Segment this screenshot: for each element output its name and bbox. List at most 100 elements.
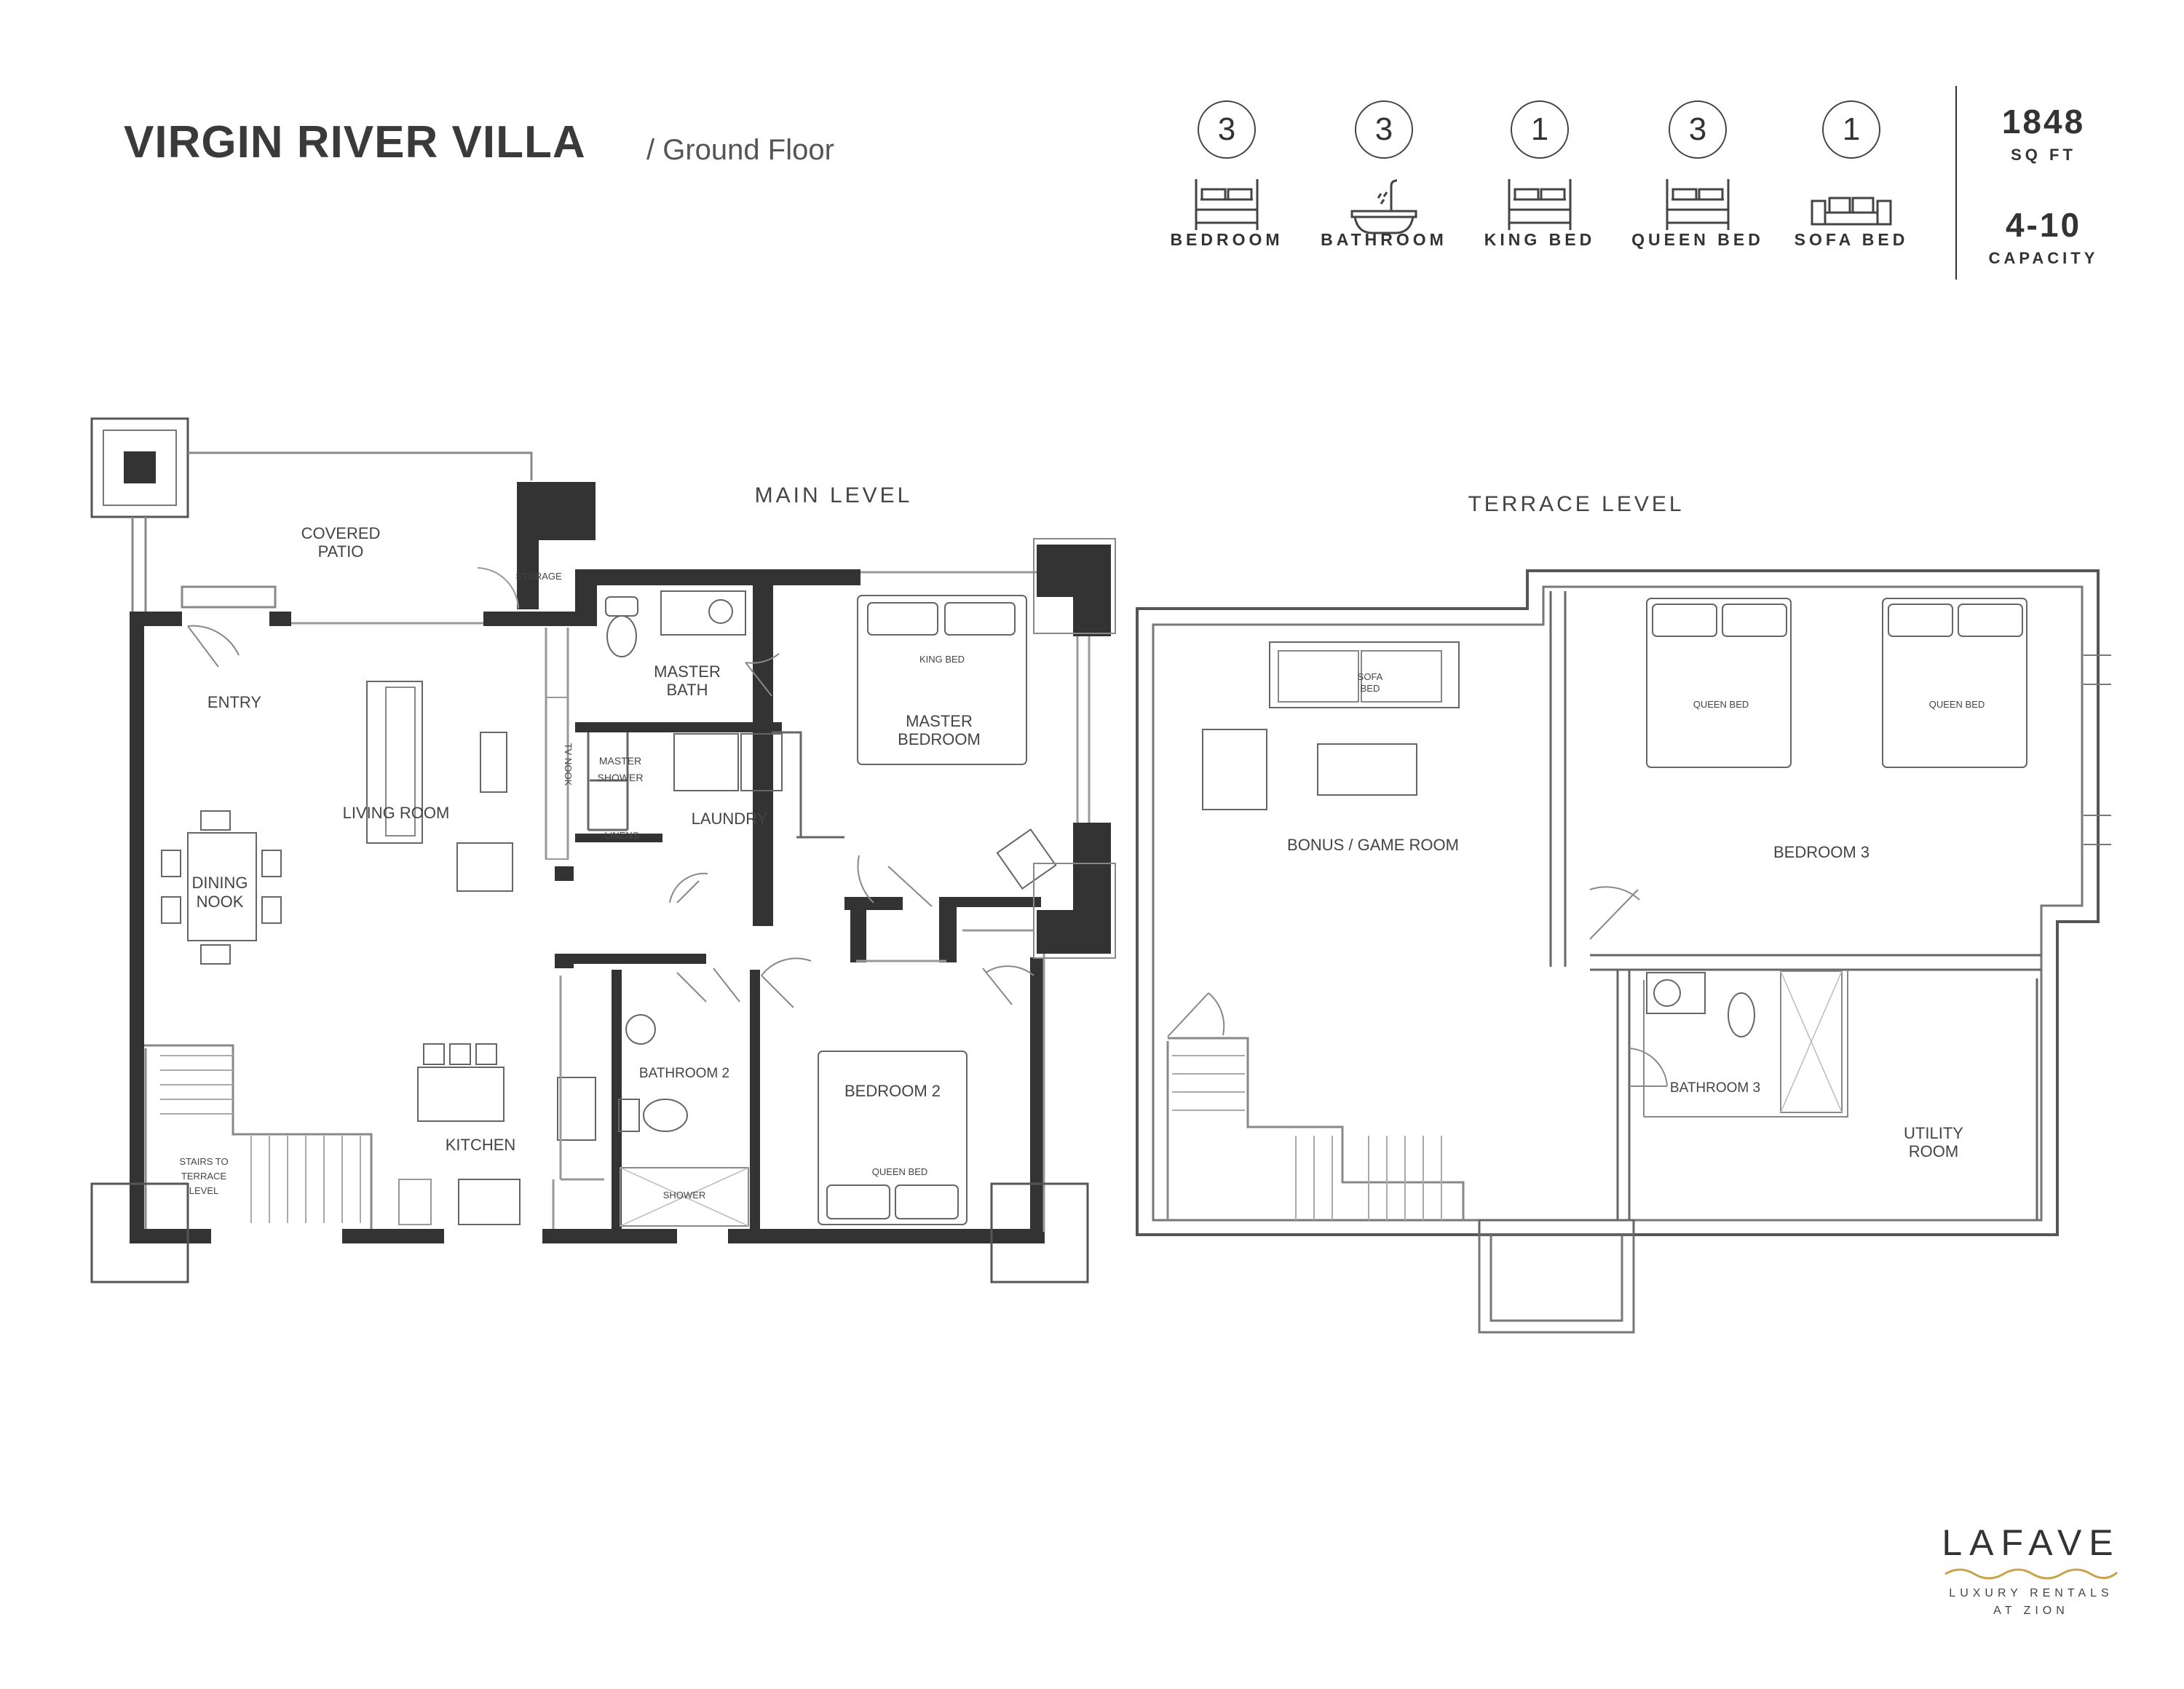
stairs-icon [160,1055,361,1223]
stove-icon [557,1077,596,1141]
column-post [124,451,156,483]
room-label-master-shower: MASTER [599,755,641,767]
bed-label: SOFA [1358,671,1383,682]
dining-table-icon [187,832,257,941]
wave-icon [1944,1568,2118,1580]
stat-value: 3 [1198,100,1256,159]
stats-divider [1955,86,1957,280]
terrace-level-plan [1136,569,2111,1334]
queen-bed-icon [1646,598,1792,768]
bed-label: QUEEN BED [1693,699,1749,710]
coffee-table-icon [1317,743,1417,796]
stat-label: KING BED [1484,230,1596,249]
room-label-utility-room: UTILITY [1904,1124,1963,1142]
room-label-covered-patio: COVERED [301,524,381,542]
room-label-master-bedroom: BEDROOM [898,730,981,748]
room-label-stairs: STAIRS TO [179,1156,228,1167]
room-label-master-bedroom: MASTER [906,712,973,730]
room-label-stairs: TERRACE [181,1171,226,1182]
room-label-kitchen: KITCHEN [446,1136,516,1154]
room-label-bedroom-3: BEDROOM 3 [1773,843,1870,861]
logo-tagline: LUXURY RENTALS [1949,1587,2113,1599]
stat-king-bed: 1 KING BED [1460,100,1620,250]
room-label-utility-room: ROOM [1909,1142,1958,1160]
bed-icon [1508,179,1572,230]
page-title: VIRGIN RIVER VILLA [124,117,586,167]
room-label-covered-patio: PATIO [318,542,364,561]
toilet-icon [605,596,638,617]
capacity: 4-10 CAPACITY [1967,205,2120,268]
room-label-bathroom-3: BATHROOM 3 [1670,1080,1760,1096]
bed-icon [1195,179,1259,230]
stat-value: 3 [1669,100,1727,159]
square-footage: 1848 SQ FT [1967,102,2120,165]
vanity-icon [660,590,746,636]
room-label-bedroom-2: BEDROOM 2 [844,1082,941,1100]
coffee-table-icon [480,732,507,793]
room-label-storage: STORAGE [515,571,562,582]
room-label-linens: LINENS [605,830,639,841]
armchair-icon [456,842,513,892]
bed-label: KING BED [919,654,965,665]
capacity-value: 4-10 [2005,206,2082,244]
main-level-heading: MAIN LEVEL [755,483,913,507]
sofa-icon [1811,197,1892,226]
toilet-icon [643,1099,688,1132]
stat-label: BEDROOM [1170,230,1283,249]
room-label-laundry: LAUNDRY [692,810,768,828]
bed-icon [1666,179,1730,230]
stat-label: SOFA BED [1794,230,1909,249]
room-label-master-shower: SHOWER [598,772,644,783]
bathtub-icon [1350,179,1417,234]
room-label-bonus-game-room: BONUS / GAME ROOM [1287,836,1459,854]
lafave-logo: LAFAVE LUXURY RENTALS AT ZION [1922,1522,2140,1620]
capacity-unit: CAPACITY [1988,249,2099,267]
room-label-stairs: LEVEL [189,1185,218,1196]
sqft-value: 1848 [2001,103,2086,141]
stat-value: 1 [1511,100,1569,159]
logo-tagline: AT ZION [1993,1605,2069,1617]
stat-value: 1 [1822,100,1880,159]
bed-label: BED [1361,683,1380,694]
sink-icon [458,1179,521,1225]
stat-bedroom: 3 BEDROOM [1147,100,1307,250]
sqft-unit: SQ FT [2011,146,2076,164]
main-walls [130,545,1111,1243]
patio-column [90,417,189,518]
room-label-dining-nook: NOOK [197,893,244,911]
shower-icon [1780,970,1843,1113]
king-bed-icon [857,595,1027,765]
room-label-master-bath: BATH [666,681,708,699]
room-label-shower: SHOWER [663,1190,706,1201]
stat-sofa-bed: 1 SOFA BED [1771,100,1931,250]
stat-queen-bed: 3 QUEEN BED [1618,100,1778,250]
terrace-level-heading: TERRACE LEVEL [1468,492,1684,516]
room-label-bathroom-2: BATHROOM 2 [639,1066,729,1081]
queen-bed-icon [818,1051,968,1225]
room-label-tv-nook: TV NOOK [563,743,574,786]
chair-icon [996,828,1057,890]
room-label-dining-nook: DINING [192,874,248,892]
kitchen-island-icon [417,1067,505,1122]
stat-bathroom: 3 BATHROOM [1304,100,1464,250]
stat-label: QUEEN BED [1631,230,1764,249]
toilet-icon [1728,992,1755,1037]
room-label-living-room: LIVING ROOM [343,804,450,822]
bed-label: QUEEN BED [1929,699,1985,710]
logo-brand: LAFAVE [1942,1522,2121,1563]
stairs-icon [1172,1055,1442,1220]
room-label-master-bath: MASTER [654,662,721,681]
sofa-icon [366,681,423,844]
shower-icon [620,1167,749,1227]
main-level-plan [90,417,1116,1283]
washer-icon [673,733,739,791]
sofa-bed-icon [1269,641,1460,708]
stat-value: 3 [1355,100,1413,159]
bed-label: QUEEN BED [872,1166,928,1177]
dryer-icon [740,733,783,791]
queen-bed-icon [1882,598,2027,768]
room-label-entry: ENTRY [207,693,261,711]
page-subtitle: / Ground Floor [646,134,834,166]
armchair-icon [1202,729,1267,810]
